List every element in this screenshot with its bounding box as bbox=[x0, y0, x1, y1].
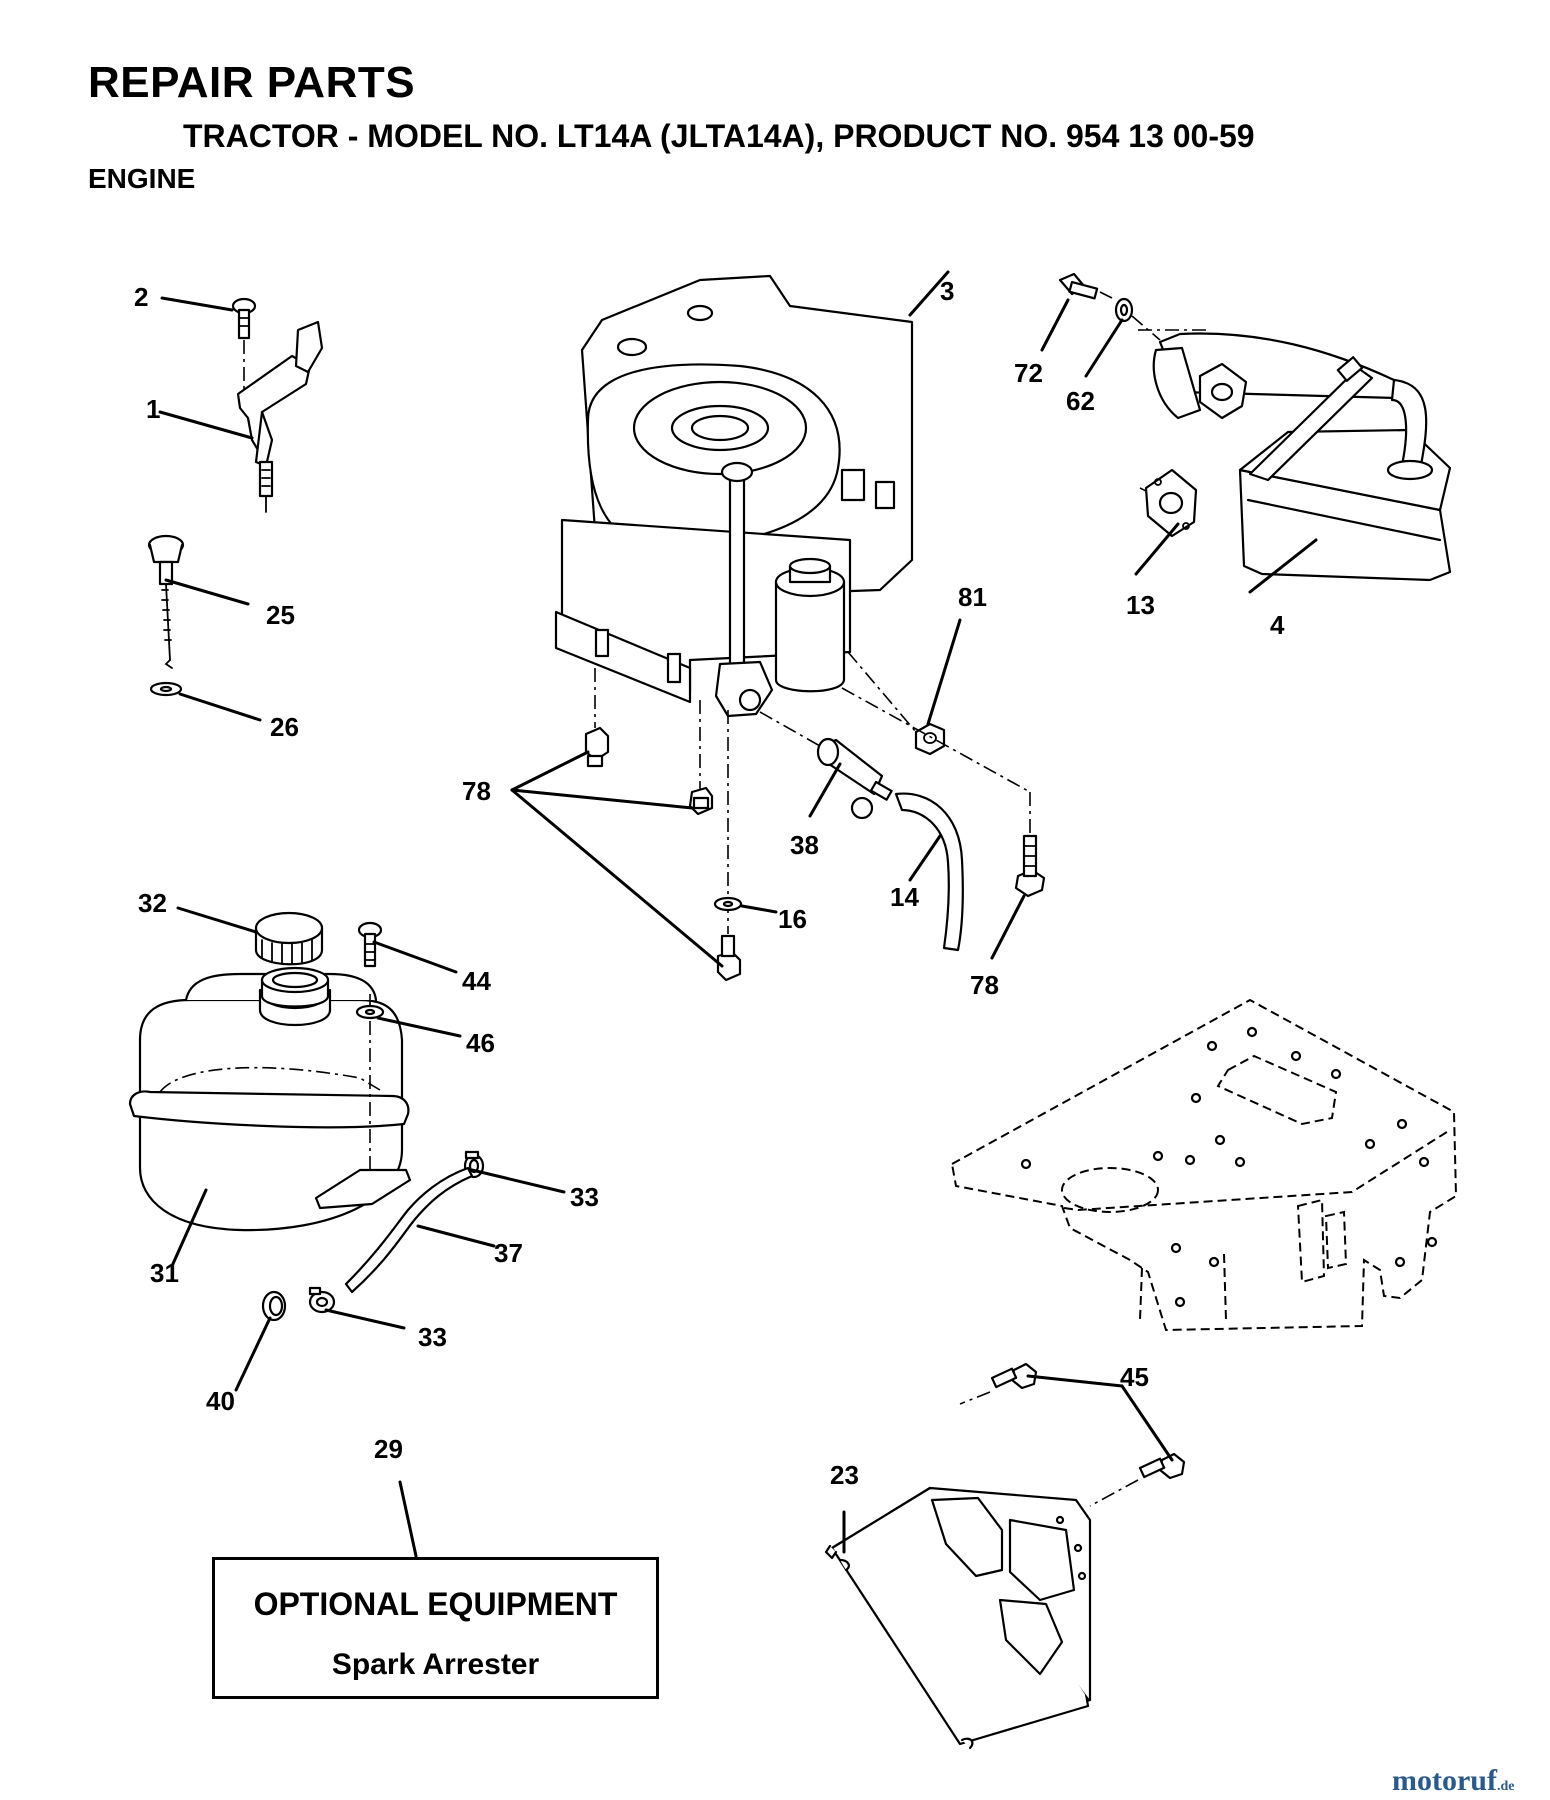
fuel-line-part bbox=[894, 792, 964, 952]
hex-nut-part bbox=[847, 651, 946, 756]
throttle-control-part bbox=[236, 320, 324, 513]
callout-81: 81 bbox=[958, 582, 987, 612]
callout-26: 26 bbox=[270, 712, 299, 742]
callout-78-left: 78 bbox=[462, 776, 491, 806]
fuel-cap-part bbox=[254, 911, 324, 966]
watermark-name: motoruf bbox=[1392, 1764, 1497, 1797]
callout-3: 3 bbox=[940, 276, 954, 306]
callout-78-right: 78 bbox=[970, 970, 999, 1000]
leader-lines bbox=[158, 270, 1318, 1558]
callout-46: 46 bbox=[466, 1028, 495, 1058]
page-subtitle: TRACTOR - MODEL NO. LT14A (JLTA14A), PRO… bbox=[183, 118, 1255, 154]
tractor-frame-part bbox=[950, 998, 1458, 1332]
callout-44: 44 bbox=[462, 966, 491, 996]
callout-1: 1 bbox=[146, 394, 160, 424]
shield-bolt-upper-part bbox=[959, 1362, 1038, 1405]
engine-bolts-part bbox=[584, 668, 1046, 982]
callout-62: 62 bbox=[1066, 386, 1095, 416]
washer-part bbox=[149, 681, 183, 697]
shield-bolt-lower-part bbox=[1089, 1452, 1186, 1507]
fuel-filter-part bbox=[759, 711, 893, 820]
tank-screw-part bbox=[357, 921, 383, 968]
gasket-part bbox=[1144, 468, 1198, 538]
optional-equipment-box: OPTIONAL EQUIPMENT Spark Arrester bbox=[212, 1557, 659, 1699]
callout-2: 2 bbox=[134, 282, 148, 312]
section-label: ENGINE bbox=[88, 163, 196, 194]
callout-14: 14 bbox=[890, 882, 919, 912]
watermark-logo: motoruf.de bbox=[1392, 1764, 1514, 1798]
callout-38: 38 bbox=[790, 830, 819, 860]
callout-29: 29 bbox=[374, 1434, 403, 1464]
callout-4: 4 bbox=[1270, 610, 1285, 640]
callout-16: 16 bbox=[778, 904, 807, 934]
muffler-part bbox=[1138, 329, 1452, 582]
bolt-part bbox=[1058, 272, 1113, 300]
optional-equipment-item: Spark Arrester bbox=[331, 1648, 540, 1681]
fuel-hose-part bbox=[344, 1166, 474, 1294]
callout-31: 31 bbox=[150, 1258, 179, 1288]
callout-32: 32 bbox=[138, 888, 167, 918]
bushing-part bbox=[261, 1290, 287, 1322]
engine-part bbox=[554, 274, 914, 718]
hose-clamp-lower-part bbox=[308, 1286, 336, 1314]
callout-37: 37 bbox=[494, 1238, 523, 1268]
optional-equipment-heading: OPTIONAL EQUIPMENT bbox=[253, 1586, 618, 1622]
page-title: REPAIR PARTS bbox=[88, 58, 416, 107]
watermark-tld: .de bbox=[1496, 1779, 1515, 1794]
choke-knob-part bbox=[147, 534, 185, 669]
callout-45: 45 bbox=[1120, 1362, 1149, 1392]
screw-part bbox=[231, 297, 257, 392]
callout-72: 72 bbox=[1014, 358, 1043, 388]
star-washer-part bbox=[713, 896, 743, 912]
heat-shield-part bbox=[824, 1486, 1092, 1750]
callout-33-lower: 33 bbox=[418, 1322, 447, 1352]
callout-23: 23 bbox=[830, 1460, 859, 1490]
callout-33-upper: 33 bbox=[570, 1182, 599, 1212]
fuel-tank-part bbox=[128, 966, 412, 1232]
callout-40: 40 bbox=[206, 1386, 235, 1416]
callout-13: 13 bbox=[1126, 590, 1155, 620]
tank-washer-part bbox=[355, 1004, 385, 1020]
callout-25: 25 bbox=[266, 600, 295, 630]
lock-washer-part bbox=[1114, 297, 1161, 341]
callout-numbers: 1 2 3 4 13 14 16 23 25 26 29 31 32 33 33… bbox=[134, 276, 1285, 1490]
